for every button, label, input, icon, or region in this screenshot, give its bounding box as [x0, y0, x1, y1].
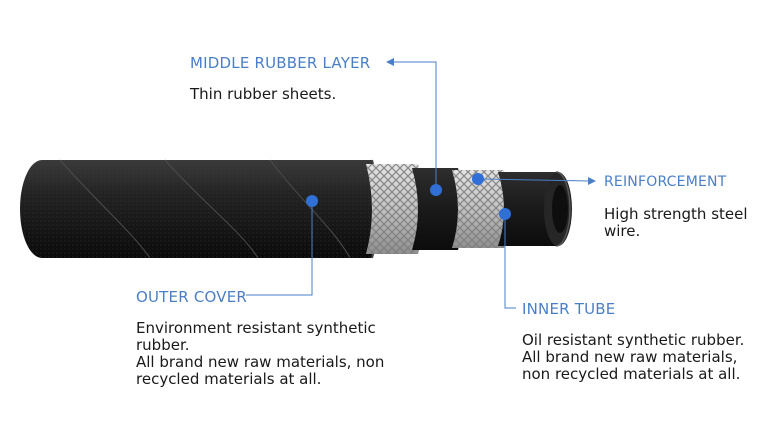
outer-cover-marker: [306, 195, 318, 207]
leader-arrowheads: [386, 58, 596, 185]
inner-braid-shape: [452, 170, 510, 248]
inner-tube-description: Oil resistant synthetic rubber. All bran…: [522, 331, 745, 383]
outer-cover-title: OUTER COVER: [136, 288, 247, 306]
outer-cover-shape: [20, 159, 380, 259]
outer-cover-description: Environment resistant synthetic rubber. …: [136, 319, 385, 388]
reinforcement-description: High strength steel wire.: [604, 205, 748, 240]
reinforcement-marker: [472, 173, 484, 185]
inner-tube-marker: [499, 208, 511, 220]
middle-rubber-layer-title: MIDDLE RUBBER LAYER: [190, 54, 371, 72]
reinforcement-title: REINFORCEMENT: [604, 174, 727, 190]
callout-markers: [306, 173, 511, 220]
middle-rubber-marker: [430, 184, 442, 196]
inner-tube-shape: [498, 171, 572, 247]
middle-rubber-layer-description: Thin rubber sheets.: [190, 85, 337, 103]
leader-lines: [246, 61, 591, 309]
outer-braid-shape: [366, 164, 424, 254]
middle-rubber-shape: [412, 168, 464, 250]
inner-tube-title: INNER TUBE: [522, 300, 616, 318]
